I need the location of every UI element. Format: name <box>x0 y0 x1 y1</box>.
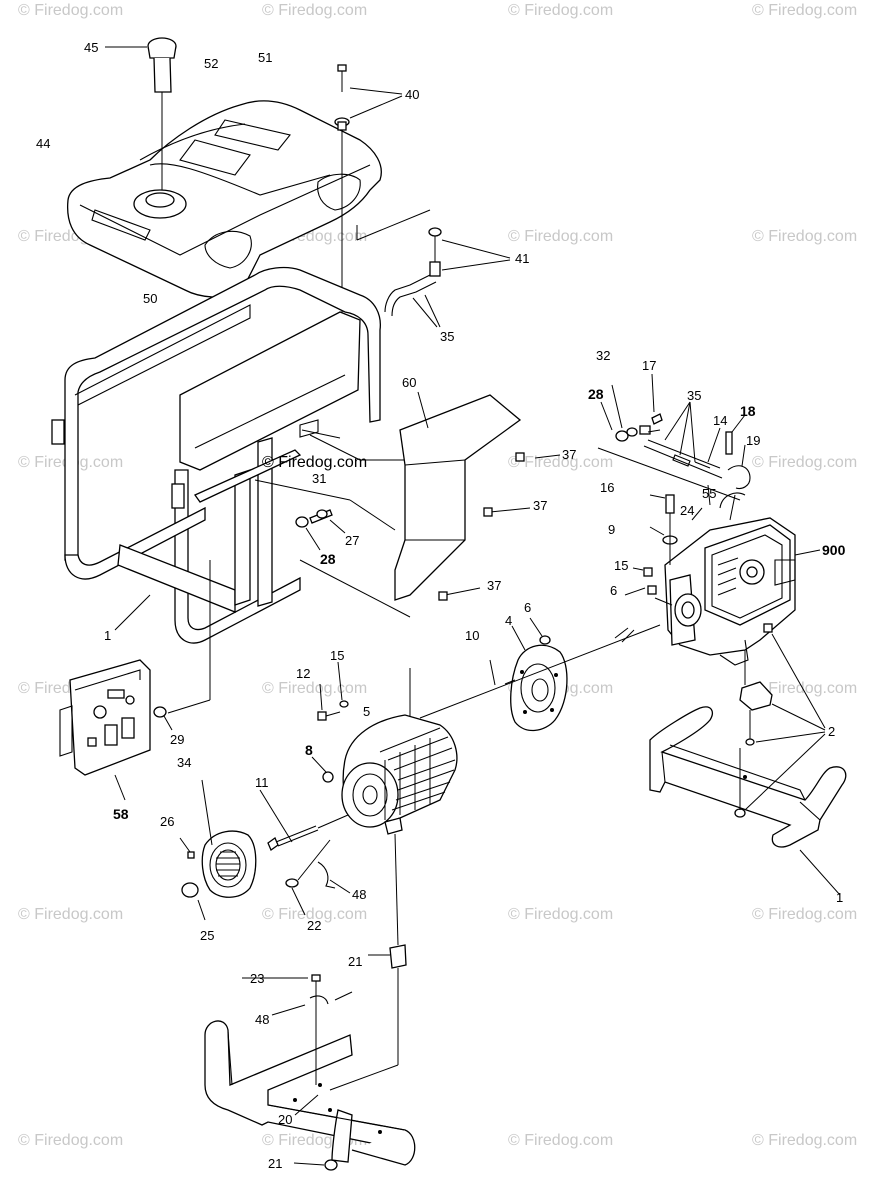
watermark: © Firedog.com <box>752 906 858 923</box>
watermark: © Firedog.com <box>752 1132 858 1149</box>
label-9: 9 <box>608 522 615 537</box>
label-60: 60 <box>402 375 416 390</box>
label-15: 15 <box>330 648 344 663</box>
watermark: © Firedog.com <box>752 680 858 697</box>
label-19: 19 <box>746 433 760 448</box>
label-55: 55 <box>702 486 716 501</box>
fuel-tank <box>66 100 382 298</box>
center-watermark: © Firedog.com <box>262 454 368 471</box>
label-6: 6 <box>610 583 617 598</box>
label-28: 28 <box>588 386 604 402</box>
label-28: 28 <box>320 551 336 567</box>
frame <box>51 266 411 714</box>
label-900: 900 <box>822 542 846 558</box>
label-35: 35 <box>440 329 454 344</box>
engine <box>664 492 821 666</box>
label-1: 1 <box>104 628 111 643</box>
bolt-27 <box>295 509 346 551</box>
label-6: 6 <box>524 600 531 615</box>
label-2: 2 <box>828 724 835 739</box>
watermark: © Firedog.com <box>262 906 368 923</box>
label-23: 23 <box>250 971 264 986</box>
label-45: 45 <box>84 40 98 55</box>
watermark: © Firedog.com <box>508 228 614 245</box>
label-35: 35 <box>687 388 701 403</box>
label-16: 16 <box>600 480 614 495</box>
watermark: © Firedog.com <box>508 1132 614 1149</box>
label-12: 12 <box>296 666 310 681</box>
heat-shield <box>394 391 561 601</box>
label-41: 41 <box>515 251 529 266</box>
label-32: 32 <box>596 348 610 363</box>
label-20: 20 <box>278 1112 292 1127</box>
part-labels: 45 52 51 40 44 41 50 35 60 37 37 37 31 2… <box>36 40 846 1171</box>
label-15: 15 <box>614 558 628 573</box>
label-37: 37 <box>562 447 576 462</box>
stator <box>341 714 458 946</box>
label-34: 34 <box>177 755 191 770</box>
watermark: © Firedog.com <box>18 2 124 19</box>
label-58: 58 <box>113 806 129 822</box>
lower-cradle <box>204 974 416 1166</box>
label-21: 21 <box>268 1156 282 1171</box>
watermark: © Firedog.com <box>752 228 858 245</box>
end-bell <box>179 779 257 921</box>
label-40: 40 <box>405 87 419 102</box>
engine-hardware <box>624 484 711 606</box>
right-cradle <box>649 623 847 896</box>
watermark: © Firedog.com <box>262 2 368 19</box>
label-26: 26 <box>160 814 174 829</box>
label-1: 1 <box>836 890 843 905</box>
watermark: © Firedog.com <box>18 906 124 923</box>
watermark: © Firedog.com <box>508 2 614 19</box>
label-11: 11 <box>255 775 269 790</box>
label-31: 31 <box>312 471 326 486</box>
label-5: 5 <box>363 704 370 719</box>
wire-harness <box>285 839 351 916</box>
label-25: 25 <box>200 928 214 943</box>
bolt-12 <box>317 661 349 721</box>
watermark: © Firedog.com <box>508 454 614 471</box>
label-22: 22 <box>307 918 321 933</box>
label-27: 27 <box>345 533 359 548</box>
label-37: 37 <box>487 578 501 593</box>
fuel-valve <box>356 209 511 328</box>
label-44: 44 <box>36 136 50 151</box>
control-panel <box>59 659 173 801</box>
label-51: 51 <box>258 50 272 65</box>
watermark: © Firedog.com <box>752 454 858 471</box>
vibration-mount <box>293 944 407 1171</box>
label-8: 8 <box>305 742 313 758</box>
label-29: 29 <box>170 732 184 747</box>
label-24: 24 <box>680 503 694 518</box>
engine-adapter <box>409 617 661 732</box>
label-50: 50 <box>143 291 157 306</box>
label-10: 10 <box>465 628 479 643</box>
through-bolt <box>259 756 349 851</box>
label-4: 4 <box>505 613 512 628</box>
watermark: © Firedog.com <box>508 906 614 923</box>
watermark: © Firedog.com <box>752 2 858 19</box>
label-37: 37 <box>533 498 547 513</box>
label-48: 48 <box>255 1012 269 1027</box>
label-52: 52 <box>204 56 218 71</box>
label-17: 17 <box>642 358 656 373</box>
watermark: © Firedog.com <box>18 1132 124 1149</box>
label-21: 21 <box>348 954 362 969</box>
fuel-cap <box>105 37 177 190</box>
label-18: 18 <box>740 403 756 419</box>
label-14: 14 <box>713 413 727 428</box>
fuel-line-assembly <box>597 373 751 501</box>
label-48: 48 <box>352 887 366 902</box>
